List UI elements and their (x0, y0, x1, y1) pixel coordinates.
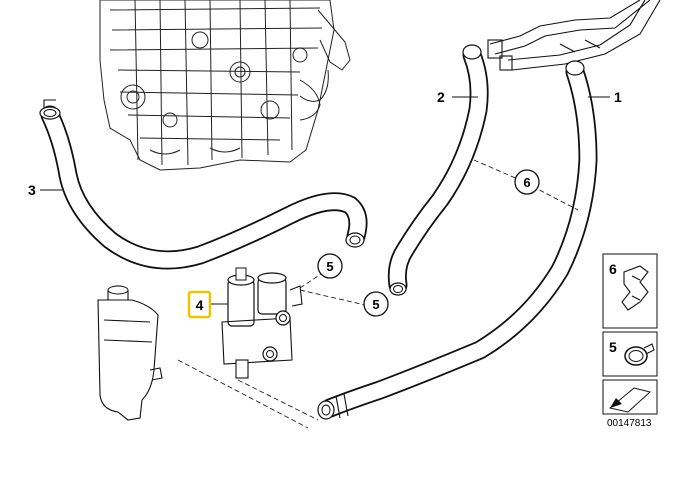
legend-label-5: 5 (609, 339, 617, 355)
hose-1 (317, 60, 598, 420)
hose-3 (39, 105, 368, 270)
callout-4-highlighted[interactable]: 4 (187, 290, 212, 319)
callout-1: 1 (614, 89, 622, 105)
callout-2: 2 (437, 89, 445, 105)
top-pipes (487, 0, 661, 71)
legend-label-6: 6 (609, 261, 617, 277)
arrow-icon (608, 387, 652, 413)
callout-5b: 5 (363, 291, 389, 317)
clip-icon (621, 265, 649, 311)
expansion-tank (97, 285, 163, 421)
diagram-number: 00147813 (607, 418, 652, 429)
hose-clamp-icon (624, 343, 655, 366)
engine-block (99, 0, 351, 171)
callout-5b-label: 5 (372, 297, 379, 312)
hose-2 (387, 44, 489, 296)
callout-6-label: 6 (523, 175, 530, 190)
callout-4-label: 4 (196, 297, 204, 313)
legend-panel: 6 5 (602, 253, 658, 415)
callout-5a: 5 (317, 253, 343, 279)
callout-6: 6 (514, 169, 540, 195)
water-valve (221, 267, 303, 379)
leader-lines (40, 96, 610, 305)
callout-5a-label: 5 (326, 259, 333, 274)
callout-3: 3 (28, 182, 36, 198)
